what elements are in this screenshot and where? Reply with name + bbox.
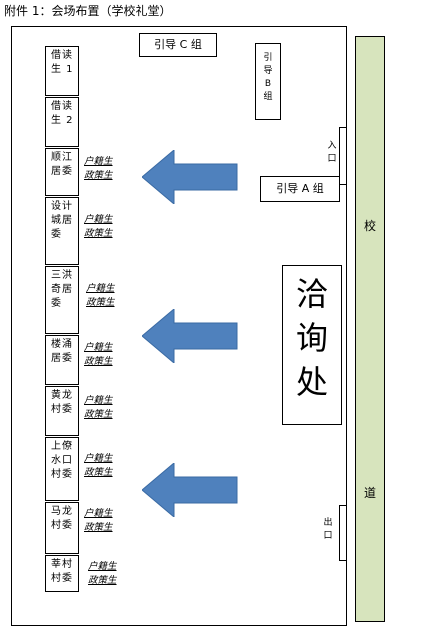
arrow-left-icon: [142, 150, 238, 204]
seat-label: 居委: [51, 166, 73, 177]
student-type-note: 户籍生 政策生: [84, 341, 113, 369]
student-type-note: 户籍生 政策生: [84, 394, 113, 422]
note-line: 政策生: [84, 409, 113, 420]
note-line: 户籍生: [84, 453, 113, 464]
seat-label: 村委: [51, 573, 73, 584]
seat-block: 借读 生 2: [45, 97, 79, 147]
entrance-label: 入 口: [325, 140, 339, 166]
seat-label: 借读: [51, 50, 73, 61]
guide-b-char: 组: [263, 92, 273, 102]
entrance-char: 口: [327, 154, 337, 164]
exit-char: 出: [323, 518, 333, 528]
guide-b-char: B: [264, 79, 272, 89]
seat-block: 顺江 居委: [45, 148, 79, 196]
consult-char: 洽: [295, 275, 328, 313]
seat-label: 居委: [51, 353, 73, 364]
guide-group-a: 引导 A 组: [260, 176, 340, 202]
student-type-note: 户籍生 政策生: [84, 155, 113, 183]
exit-door: [339, 505, 347, 561]
seat-block: 借读 生 1: [45, 46, 79, 96]
seat-label: 生 2: [51, 115, 74, 126]
seat-label: 三洪: [51, 270, 73, 281]
note-line: 户籍生: [84, 395, 113, 406]
seat-label: 村委: [51, 469, 73, 480]
seat-block: 黄龙 村委: [45, 386, 79, 436]
seat-label: 奇居: [51, 284, 73, 295]
road-label-2: 道: [363, 486, 376, 500]
guide-b-char: 引: [263, 53, 273, 63]
student-type-note: 户籍生 政策生: [86, 282, 115, 310]
guide-group-c-label: 引导 C 组: [154, 38, 202, 51]
note-line: 政策生: [84, 170, 113, 181]
hall-outline: [11, 26, 347, 626]
seat-label: 村委: [51, 404, 73, 415]
consult-char: 询: [295, 319, 328, 357]
seat-label: 顺江: [51, 152, 73, 163]
note-line: 户籍生: [88, 561, 117, 572]
note-line: 户籍生: [84, 214, 113, 225]
consult-char: 处: [295, 363, 328, 401]
seat-label: 借读: [51, 101, 73, 112]
page-title: 附件 1：会场布置（学校礼堂）: [4, 4, 172, 18]
guide-group-a-label: 引导 A 组: [276, 182, 324, 195]
seat-label: 水口: [51, 455, 73, 466]
student-type-note: 户籍生 政策生: [84, 507, 113, 535]
note-line: 政策生: [86, 297, 115, 308]
seat-label: 马龙: [51, 506, 73, 517]
consultation-desk: 洽 询 处: [282, 265, 342, 425]
note-line: 户籍生: [86, 283, 115, 294]
school-road: [355, 36, 385, 622]
seat-block: 莘村 村委: [45, 555, 79, 592]
entrance-door: [339, 127, 347, 185]
seat-block: 上僚 水口 村委: [45, 437, 79, 501]
student-type-note: 户籍生 政策生: [88, 560, 117, 588]
seat-block: 马龙 村委: [45, 502, 79, 554]
seat-label: 城居: [51, 215, 73, 226]
exit-char: 口: [323, 531, 333, 541]
note-line: 政策生: [84, 522, 113, 533]
seat-label: 楼涌: [51, 339, 73, 350]
note-line: 政策生: [84, 356, 113, 367]
seat-block: 三洪 奇居 委: [45, 266, 79, 334]
seat-block: 楼涌 居委: [45, 335, 79, 385]
seat-label: 设计: [51, 201, 73, 212]
seat-block: 设计 城居 委: [45, 197, 79, 265]
exit-label: 出 口: [321, 517, 335, 543]
arrow-left-icon: [142, 463, 238, 517]
seat-label: 委: [51, 229, 62, 240]
arrow-left-icon: [142, 309, 238, 363]
seat-label: 生 1: [51, 64, 74, 75]
seat-label: 上僚: [51, 441, 73, 452]
road-label-1: 校: [363, 219, 376, 233]
student-type-note: 户籍生 政策生: [84, 213, 113, 241]
student-type-note: 户籍生 政策生: [84, 452, 113, 480]
note-line: 政策生: [88, 575, 117, 586]
note-line: 户籍生: [84, 342, 113, 353]
seat-label: 黄龙: [51, 390, 73, 401]
guide-group-c: 引导 C 组: [139, 33, 217, 57]
guide-b-char: 导: [263, 66, 273, 76]
note-line: 户籍生: [84, 156, 113, 167]
guide-group-b: 引 导 B 组: [255, 43, 281, 120]
seat-label: 莘村: [51, 559, 73, 570]
entrance-char: 入: [327, 141, 337, 151]
note-line: 户籍生: [84, 508, 113, 519]
seat-label: 委: [51, 298, 62, 309]
note-line: 政策生: [84, 228, 113, 239]
note-line: 政策生: [84, 467, 113, 478]
seat-label: 村委: [51, 520, 73, 531]
